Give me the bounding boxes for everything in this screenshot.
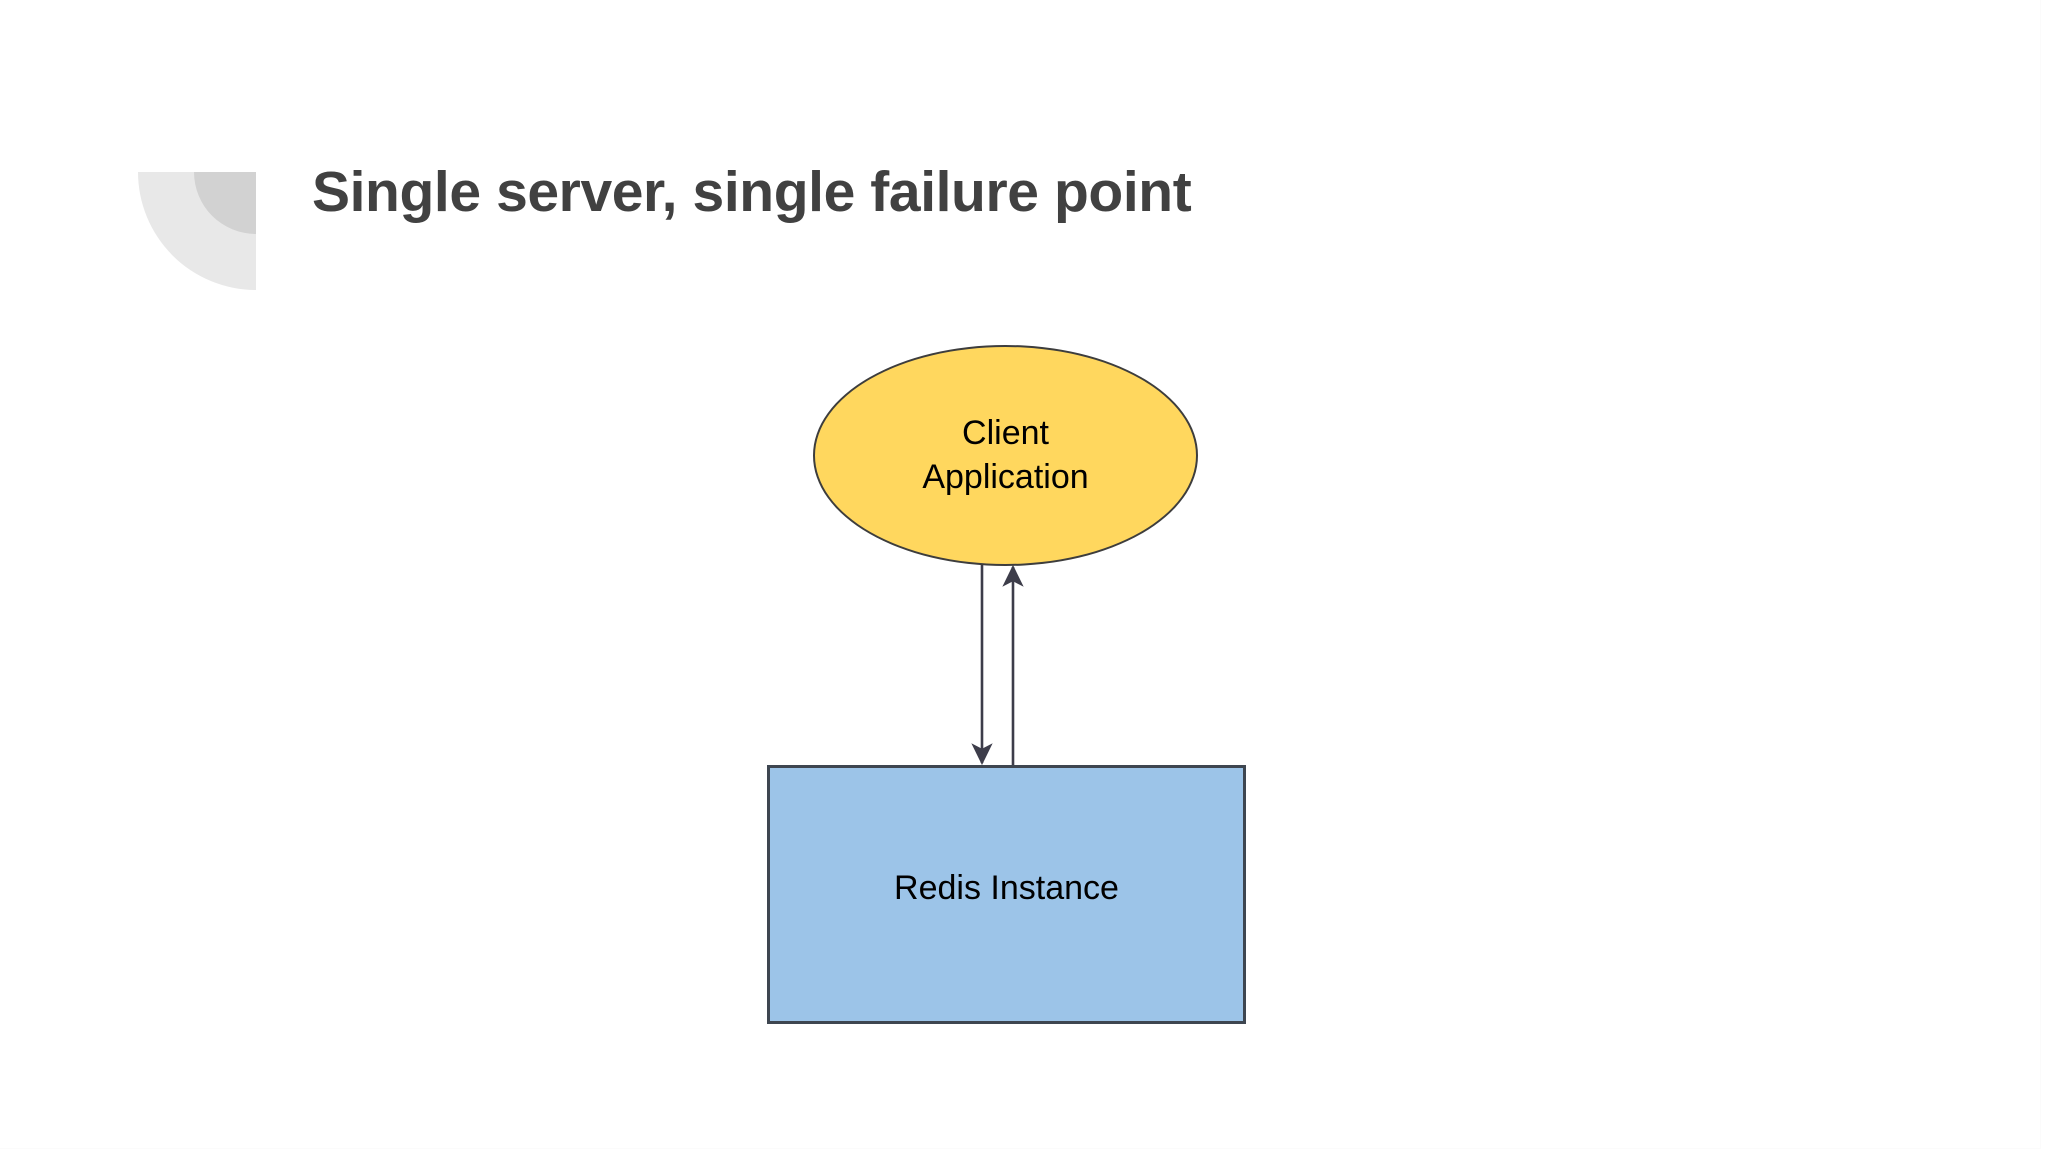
diagram-node-redis-instance[interactable]: Redis Instance: [767, 765, 1246, 1024]
node-label-line-2: Application: [922, 457, 1089, 496]
node-label-line-1: Client: [962, 413, 1049, 452]
node-label-redis-instance: Redis Instance: [894, 869, 1119, 907]
page-title: Single server, single failure point: [312, 160, 1192, 224]
diagram-node-client-application[interactable]: Client Application: [813, 345, 1198, 566]
quarter-disc-logo-icon: [138, 172, 260, 294]
node-label-client-application: Client Application: [922, 412, 1088, 499]
